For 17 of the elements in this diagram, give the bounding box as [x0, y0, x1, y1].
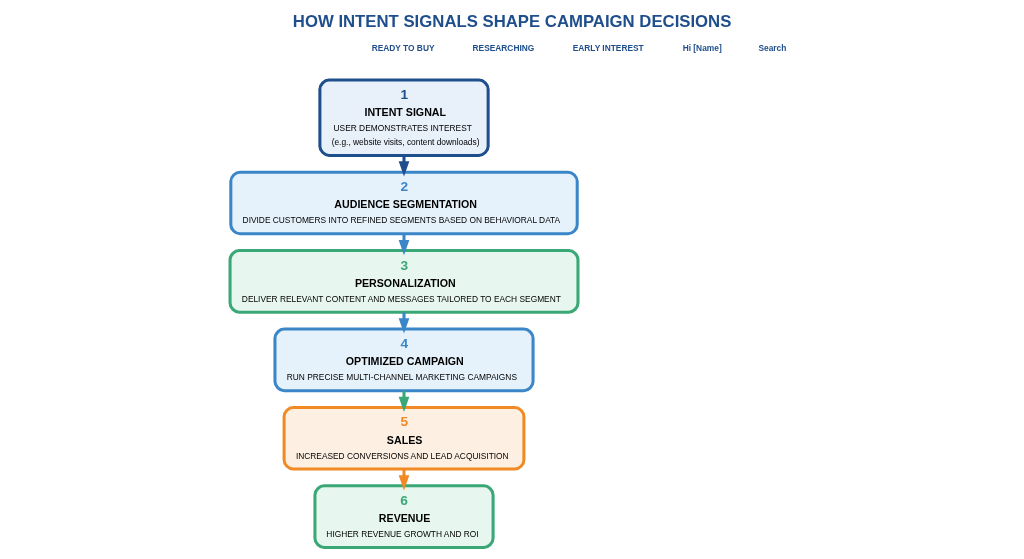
label: RESEARCHING [472, 42, 534, 53]
arrow [398, 155, 409, 177]
label: READY TO BUY [371, 42, 435, 53]
node-box: 5 SALES INCREASED CONVERSIONS AND LEAD ACQUISITION [282, 405, 525, 471]
label: Search [757, 42, 786, 53]
arrow [398, 469, 409, 491]
diagram-title: HOW INTENT SIGNALS SHAPE CAMPAIGN DECISIONS [292, 12, 731, 32]
label: Hi [Name] [682, 42, 722, 53]
arrow [398, 390, 409, 412]
node-box: 4 OPTIMIZED CAMPAIGN RUN PRECISE MULTI-CHANNEL MARKETING CAMPAIGNS [272, 327, 535, 393]
node-box: 1 INTENT SIGNAL USER DEMONSTRATES INTEREST (e.g., website visits, content downloads) [317, 78, 490, 157]
node-box: 3 PERSONALIZATION DELIVER RELEVANT CONTENT AND MESSAGES TAILORED TO EACH SEGMENT [228, 249, 579, 314]
node-box: 6 REVENUE HIGHER REVENUE GROWTH AND ROI [312, 484, 495, 549]
arrow [398, 233, 409, 256]
arrow [398, 312, 409, 334]
label: EARLY INTEREST [572, 42, 644, 53]
node-box: 2 AUDIENCE SEGMENTATION DIVIDE CUSTOMERS INTO REFINED SEGMENTS BASED ON BEHAVIORAL DATA [228, 170, 579, 236]
